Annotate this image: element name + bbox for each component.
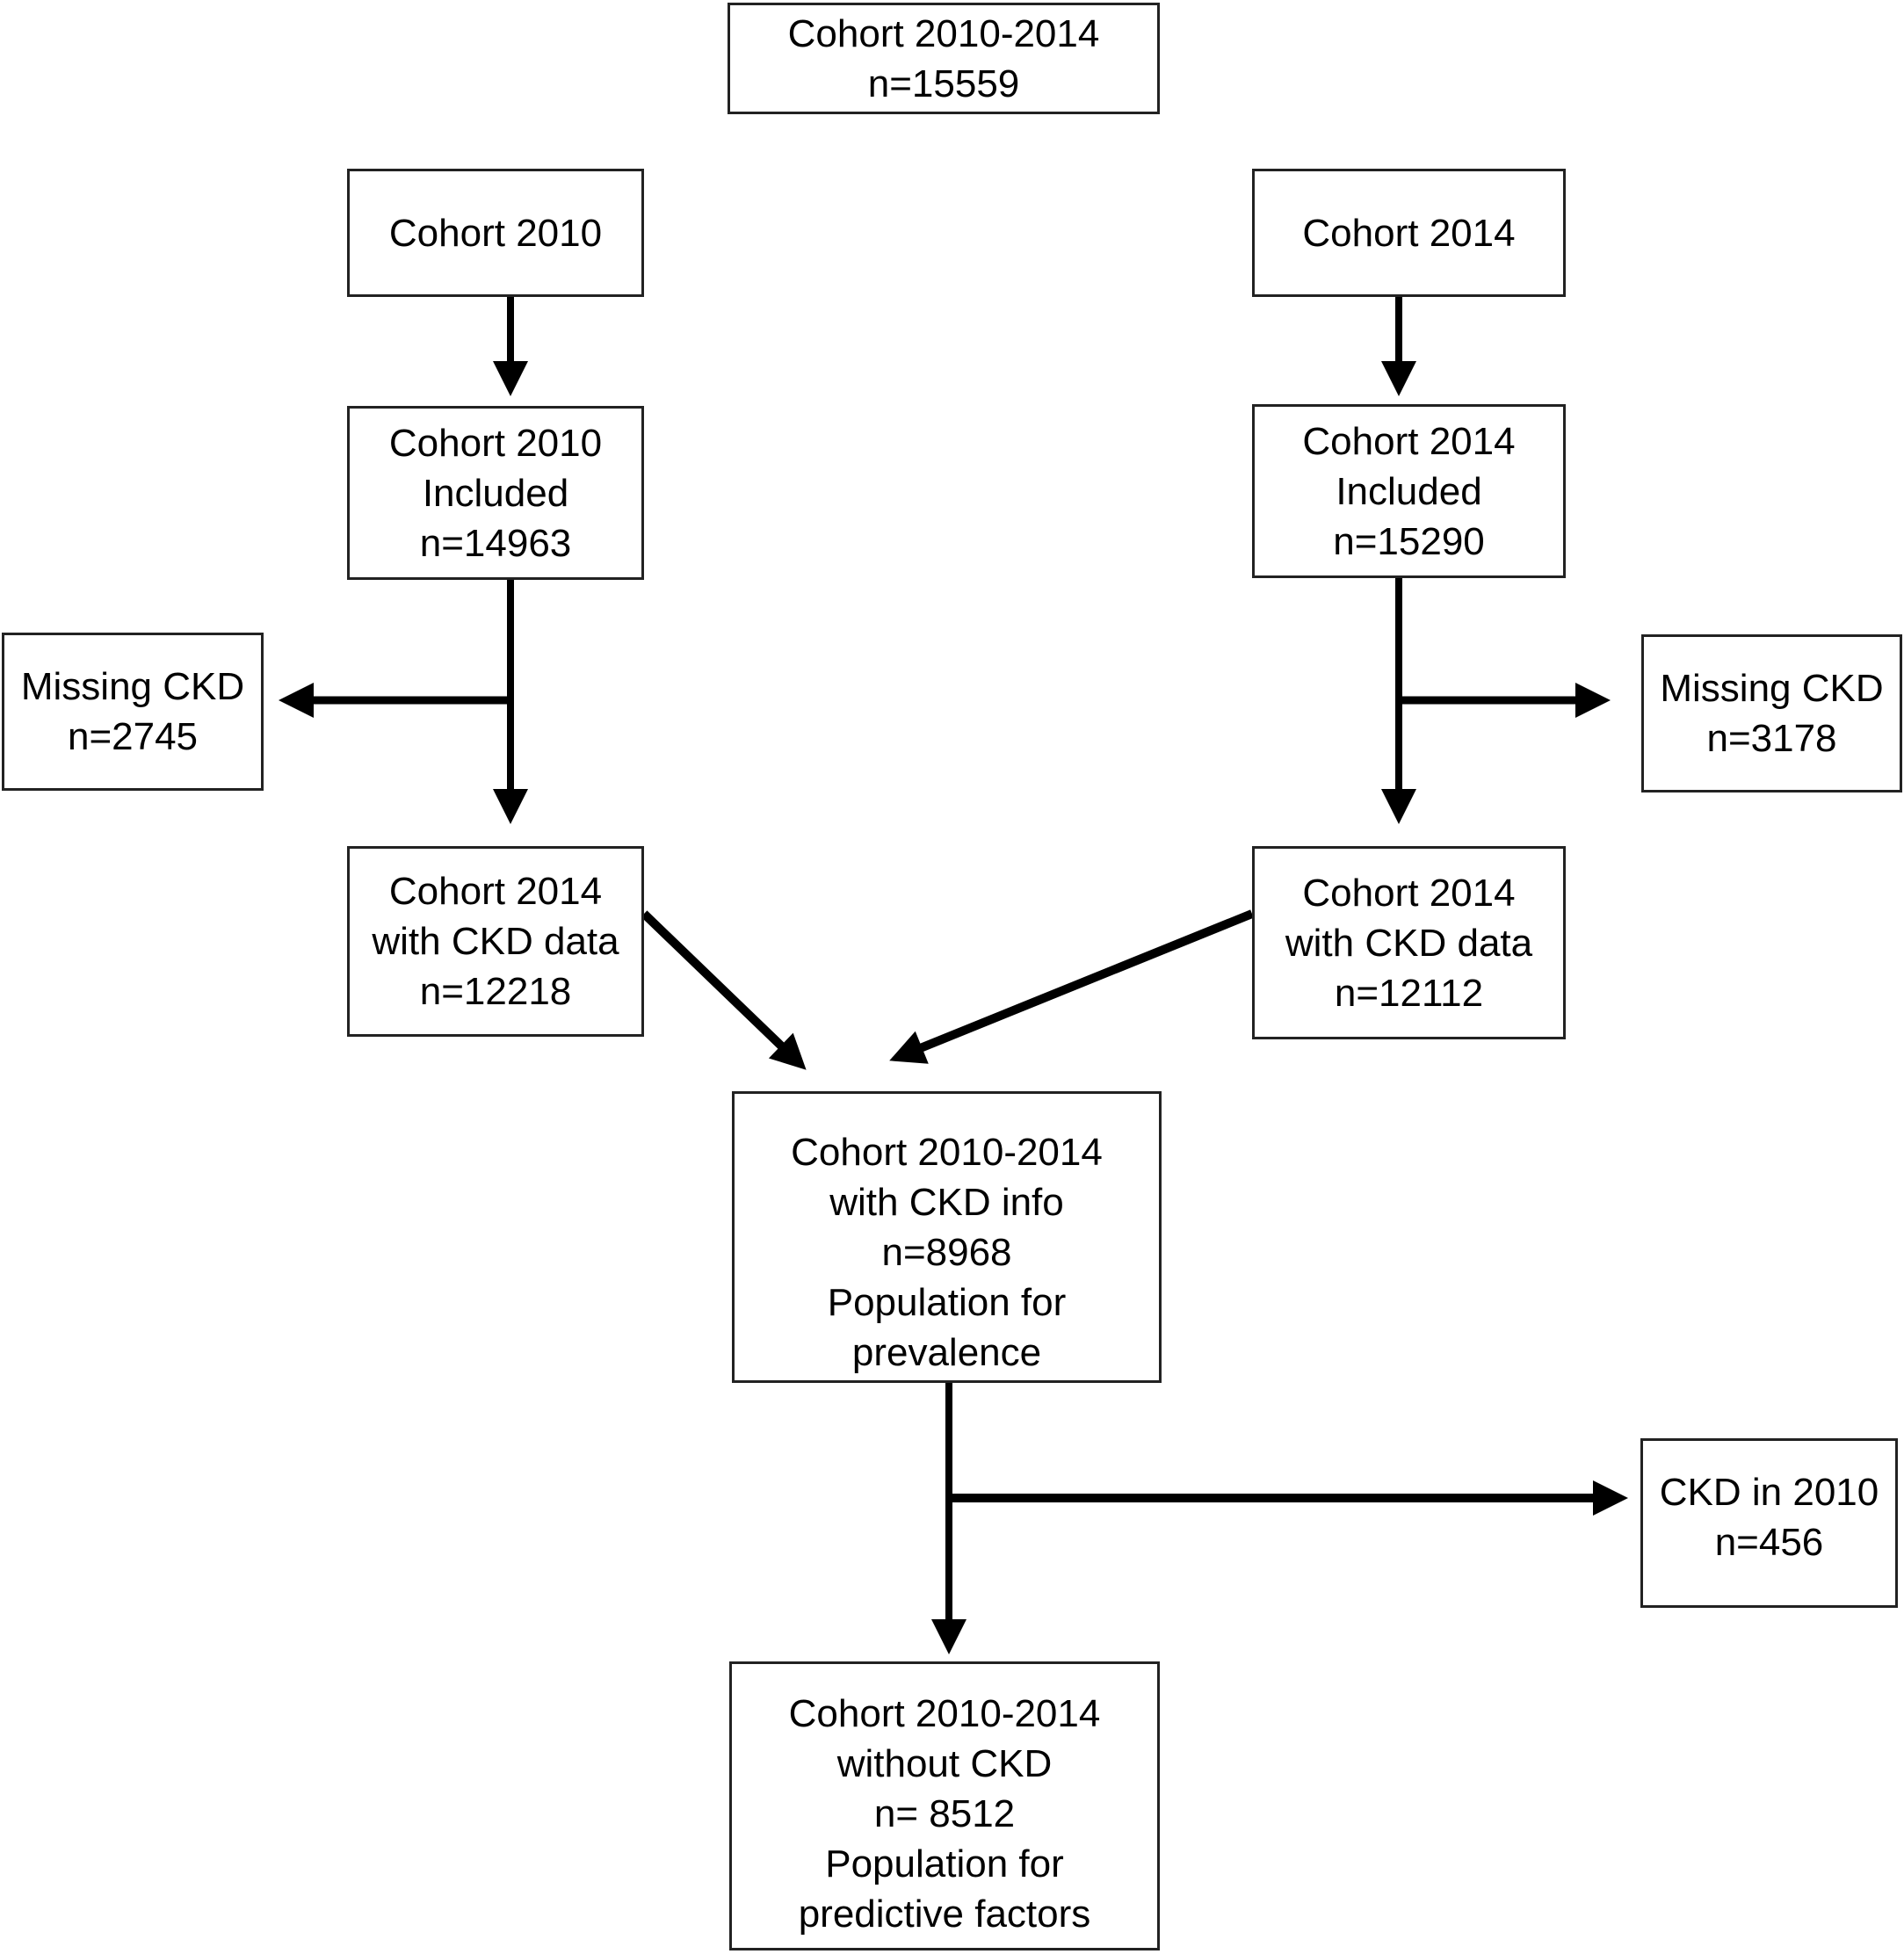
node-line: n=2745 xyxy=(67,715,199,758)
node-line: with CKD data xyxy=(1285,921,1533,965)
node-line: CKD in 2010 xyxy=(1659,1471,1879,1514)
node-line: prevalence xyxy=(851,1331,1042,1374)
node-line: Missing CKD xyxy=(20,665,245,708)
node-cohort-without-ckd: Cohort 2010-2014 without CKD n= 8512 Pop… xyxy=(729,1661,1160,1950)
node-line: Population for xyxy=(825,1842,1064,1885)
node-line: n=8968 xyxy=(881,1231,1012,1274)
node-cohort-2010-included: Cohort 2010 Included n=14963 xyxy=(347,406,644,580)
node-cohort-2014: Cohort 2014 xyxy=(1252,169,1566,297)
node-line: n=12112 xyxy=(1334,971,1484,1015)
node-line: Missing CKD xyxy=(1660,667,1884,710)
node-cohort-2014-with-ckd-data: Cohort 2014 with CKD data n=12112 xyxy=(1252,846,1566,1039)
node-line: n=15559 xyxy=(867,62,1020,105)
node-line: Cohort 2014 xyxy=(388,870,603,913)
arrow-withckd-right-to-center xyxy=(889,909,1254,1064)
node-line: Population for xyxy=(827,1281,1067,1324)
node-line: predictive factors xyxy=(798,1892,1091,1936)
node-line: Cohort 2010 xyxy=(388,421,603,465)
node-line: n=456 xyxy=(1714,1521,1824,1564)
node-line: n=15290 xyxy=(1333,519,1485,563)
node-cohort-2010-with-ckd-data: Cohort 2014 with CKD data n=12218 xyxy=(347,846,644,1037)
node-line: n=3178 xyxy=(1706,717,1837,760)
arrow-withckd-left-to-center xyxy=(641,910,807,1070)
node-line: Cohort 2010 xyxy=(388,211,603,255)
node-line: Included xyxy=(422,471,569,515)
node-line: without CKD xyxy=(836,1742,1053,1785)
node-cohort-2010-2014-total: Cohort 2010-2014 n=15559 xyxy=(728,3,1160,114)
node-cohort-2014-included: Cohort 2014 Included n=15290 xyxy=(1252,404,1566,578)
node-cohort-with-ckd-info: Cohort 2010-2014 with CKD info n=8968 Po… xyxy=(732,1091,1162,1383)
node-line: n= 8512 xyxy=(873,1792,1016,1835)
node-ckd-in-2010: CKD in 2010 n=456 xyxy=(1640,1438,1898,1608)
node-line: with CKD data xyxy=(372,920,619,963)
node-line: Cohort 2014 xyxy=(1302,871,1516,915)
node-missing-ckd-right: Missing CKD n=3178 xyxy=(1641,634,1902,792)
node-line: n=12218 xyxy=(419,970,572,1013)
node-line: Cohort 2010-2014 xyxy=(787,11,1100,55)
node-line: Cohort 2014 xyxy=(1302,419,1516,463)
node-line: Cohort 2010-2014 xyxy=(791,1131,1103,1174)
node-line: Cohort 2010-2014 xyxy=(788,1692,1101,1735)
node-line: Cohort 2014 xyxy=(1302,211,1516,255)
node-line: with CKD info xyxy=(829,1181,1064,1224)
node-missing-ckd-left: Missing CKD n=2745 xyxy=(2,633,264,791)
node-cohort-2010: Cohort 2010 xyxy=(347,169,644,297)
node-line: Included xyxy=(1336,469,1482,513)
node-line: n=14963 xyxy=(419,521,572,565)
